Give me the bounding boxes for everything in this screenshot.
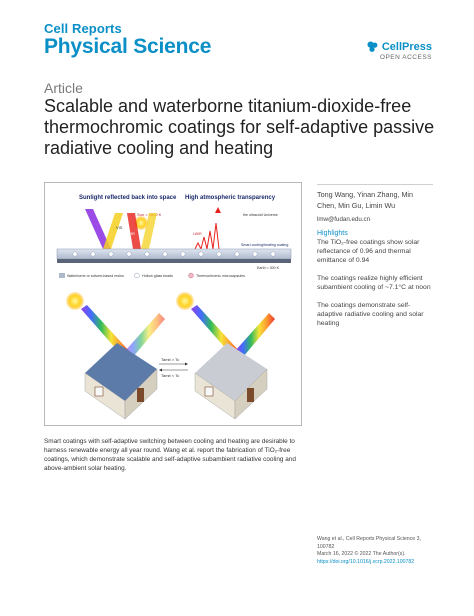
graphical-abstract-figure: Sunlight reflected back into space High … [55,189,293,420]
journal-name-line1: Cell Reports [44,21,122,36]
uv-label: UV [81,225,87,230]
nir-ray [127,213,141,249]
switch-cold-label: Tamb < Tc [161,373,179,378]
sun-icon-left [66,292,84,310]
legend-microcapsule-swatch [188,272,194,279]
window-left [94,386,104,397]
doi-link[interactable]: https://doi.org/10.1016/j.xcrp.2022.1007… [317,558,415,565]
rainbow-reflect-right [235,313,275,357]
legend-beads-swatch [134,272,140,279]
heating-house [66,292,165,420]
vis-label: VIS [116,225,123,230]
legend-resin-label: Waterborne or solvent-based resins [67,274,124,278]
door-left [137,388,144,402]
sunlight-label: Sunlight reflected back into space [79,195,177,201]
legend-beads-label: Hollow glass beads [142,274,173,278]
cooling-diagram [55,189,293,285]
substrate-layer [57,259,291,263]
roof-left [85,343,157,401]
article-title: Scalable and waterborne titanium-dioxide… [44,96,435,158]
nir-label: NIR [128,231,135,236]
citation-date: March 16, 2022 © 2022 The Author(s). [317,551,406,557]
citation-journal: Wang et al., Cell Reports Physical Scien… [317,536,421,542]
rainbow-reflect-left [125,313,165,357]
roof-right [195,343,267,401]
brand-name: CellPress [381,40,432,53]
coating-label: Smart cooling/heating coating [241,243,288,247]
vis-ray [103,213,123,249]
window-right [204,386,214,397]
door-right [247,388,254,402]
graphical-abstract-caption: Smart coatings with self-adaptive switch… [44,438,296,472]
switch-arrow-left-head-icon [159,368,162,372]
correspondence-email[interactable]: lmw@fudan.edu.cn [317,216,371,223]
citation-article-number: 100782 [317,543,335,550]
legend-microcapsule-label: Thermochromic microcapsules [196,274,245,278]
highlight-item: The TiO₂-free coatings show solar reflec… [317,239,420,264]
journal-name: Cell Reports Physical Science [44,22,211,58]
citation-block: Wang et al., Cell Reports Physical Scien… [317,536,435,566]
side-panel: Tong Wang, Yinan Zhang, Min Chen, Min Gu… [317,184,433,337]
sun-icon [134,216,148,230]
ir-arrow-icon [215,207,221,213]
legend-resin-swatch [59,273,65,278]
universe-label: the ultracold Universe [243,213,278,217]
graphical-abstract: Sunlight reflected back into space High … [44,182,302,426]
highlight-item: The coatings demonstrate self-adaptive r… [317,302,424,327]
reflected-ray [141,213,157,249]
uv-ray [85,209,111,249]
hollow-glass-beads [72,251,276,257]
highlight-item: The coatings realize highly efficient su… [317,275,431,291]
cellpress-logo-icon [367,41,378,52]
article-type-label: Article [44,80,83,96]
sun-icon-right [176,292,194,310]
earth-temperature-label: Earth = 300 K [257,266,280,270]
ir-label: LWIR [193,232,202,236]
switch-hot-label: Tamb > Tc [161,357,179,362]
journal-name-line2: Physical Science [44,35,212,58]
highlights-heading: Highlights [317,230,348,237]
cellpress-brand: CellPress OPEN ACCESS [366,40,432,61]
transparency-label: High atmospheric transparency [185,195,276,201]
switch-arrow-right-head-icon [185,362,188,366]
cooling-house [176,292,275,420]
author-list: Tong Wang, Yinan Zhang, Min Chen, Min Gu… [317,190,414,210]
open-access-label: OPEN ACCESS [379,54,432,61]
